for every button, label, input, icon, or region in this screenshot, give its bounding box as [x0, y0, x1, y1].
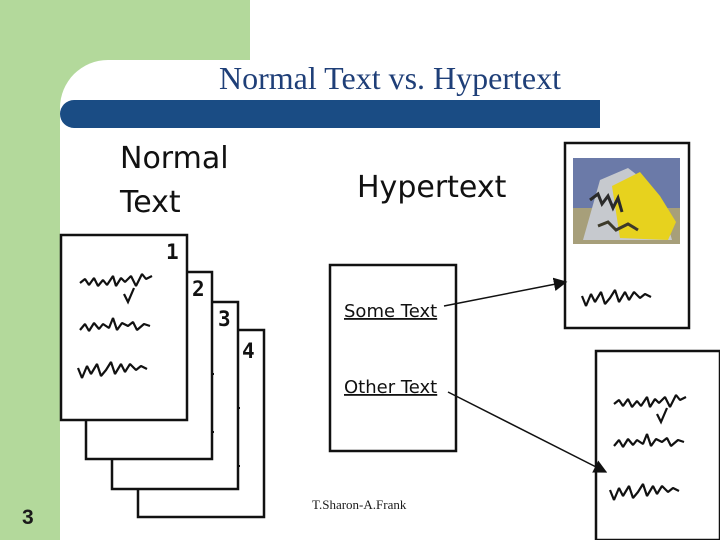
page-number-3: 3: [218, 307, 231, 331]
page-number-2: 2: [192, 277, 205, 301]
link-arrow-1: [444, 282, 566, 306]
hypertext-document: Some Text Other Text: [330, 265, 456, 451]
linked-page-1: [565, 143, 689, 328]
page-number-1: 1: [166, 240, 179, 264]
slide-number: 3: [22, 506, 34, 530]
slide-footer: T.Sharon-A.Frank: [312, 497, 406, 513]
page-number-4: 4: [242, 339, 255, 363]
normal-heading-line2: Text: [119, 185, 181, 220]
photo-image: [573, 158, 680, 244]
link-some-text: Some Text: [344, 301, 437, 322]
linked-page-2: [596, 351, 720, 540]
link-other-text: Other Text: [344, 377, 437, 398]
page-1: 1: [61, 235, 187, 420]
normal-heading-line1: Normal: [120, 141, 229, 176]
hypertext-heading: Hypertext: [357, 170, 507, 205]
link-arrow-2: [448, 392, 606, 472]
